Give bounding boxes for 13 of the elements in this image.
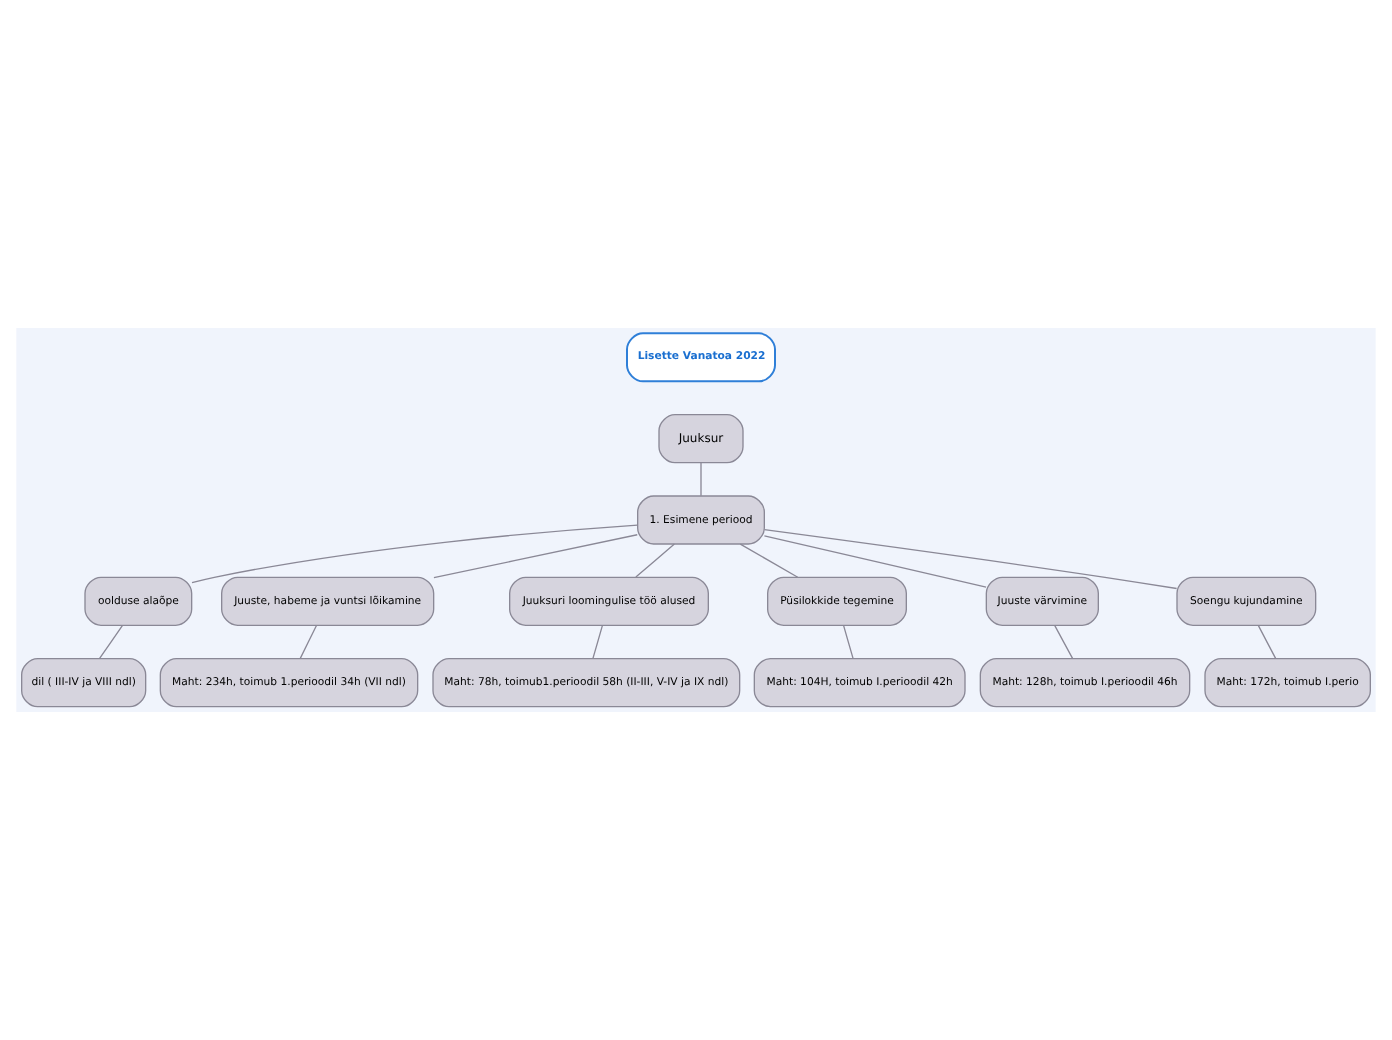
connector: [763, 529, 1178, 590]
connector: [299, 624, 318, 660]
connector: [1257, 624, 1277, 660]
connector: [98, 624, 124, 660]
connector: [1054, 624, 1074, 660]
connector: [763, 535, 987, 588]
connector: [739, 543, 799, 578]
connector: [842, 624, 854, 660]
connector: [635, 543, 676, 578]
connector: [592, 624, 604, 660]
connector: [191, 524, 639, 584]
connector: [700, 462, 702, 497]
connector: [433, 534, 638, 579]
